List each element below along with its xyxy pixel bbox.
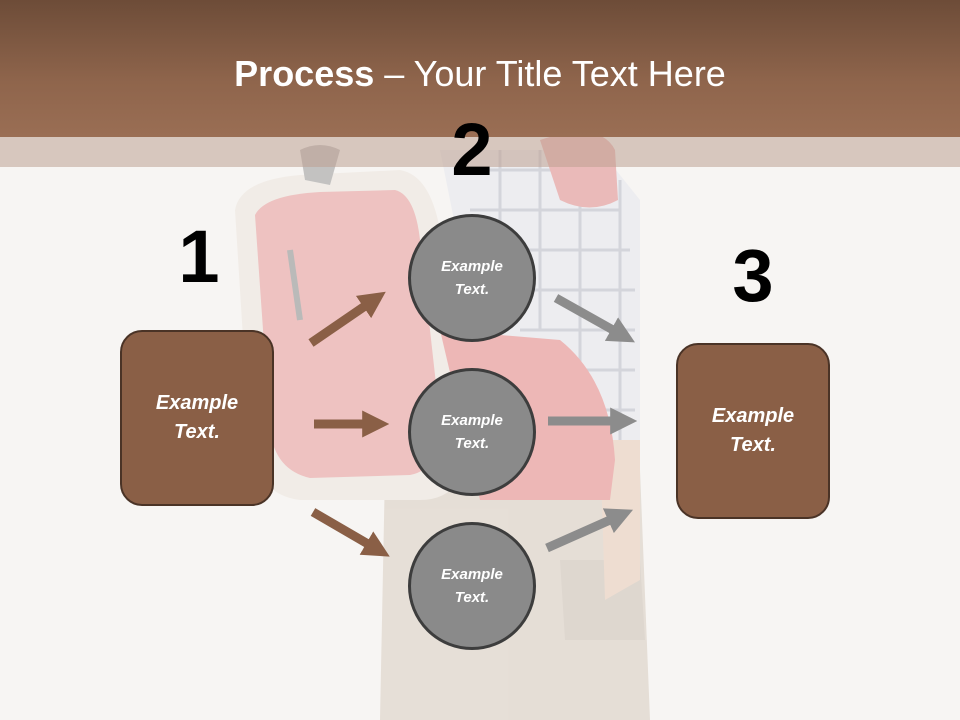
step-number-2: 2 (451, 108, 493, 191)
step-1-box: Example Text. (120, 330, 274, 506)
step-2-circle-bottom: Example Text. (408, 522, 536, 650)
step-1-label: Example Text. (155, 392, 239, 443)
step-2-circle-top: Example Text. (408, 214, 536, 342)
arrow-from-circle-bottom (545, 508, 634, 553)
step-number-1: 1 (178, 215, 220, 298)
title-bar (0, 0, 960, 137)
title-band (0, 137, 960, 167)
title-rest: – Your Title Text Here (374, 53, 726, 94)
arrow-from-circle-top (553, 294, 635, 343)
circle-bottom-label: Example Text. (441, 566, 503, 606)
step-3-label: Example Text. (711, 405, 795, 456)
slide-title: Process – Your Title Text Here (0, 52, 960, 96)
step-number-3: 3 (732, 234, 774, 317)
step-3-box: Example Text. (676, 343, 830, 519)
step-2-circle-middle: Example Text. (408, 368, 536, 496)
circle-top-label: Example Text. (441, 258, 503, 298)
arrow-to-circle-top (308, 291, 386, 347)
arrow-to-circle-bottom (310, 508, 390, 557)
title-bold: Process (234, 53, 375, 94)
circle-middle-label: Example Text. (441, 412, 503, 452)
